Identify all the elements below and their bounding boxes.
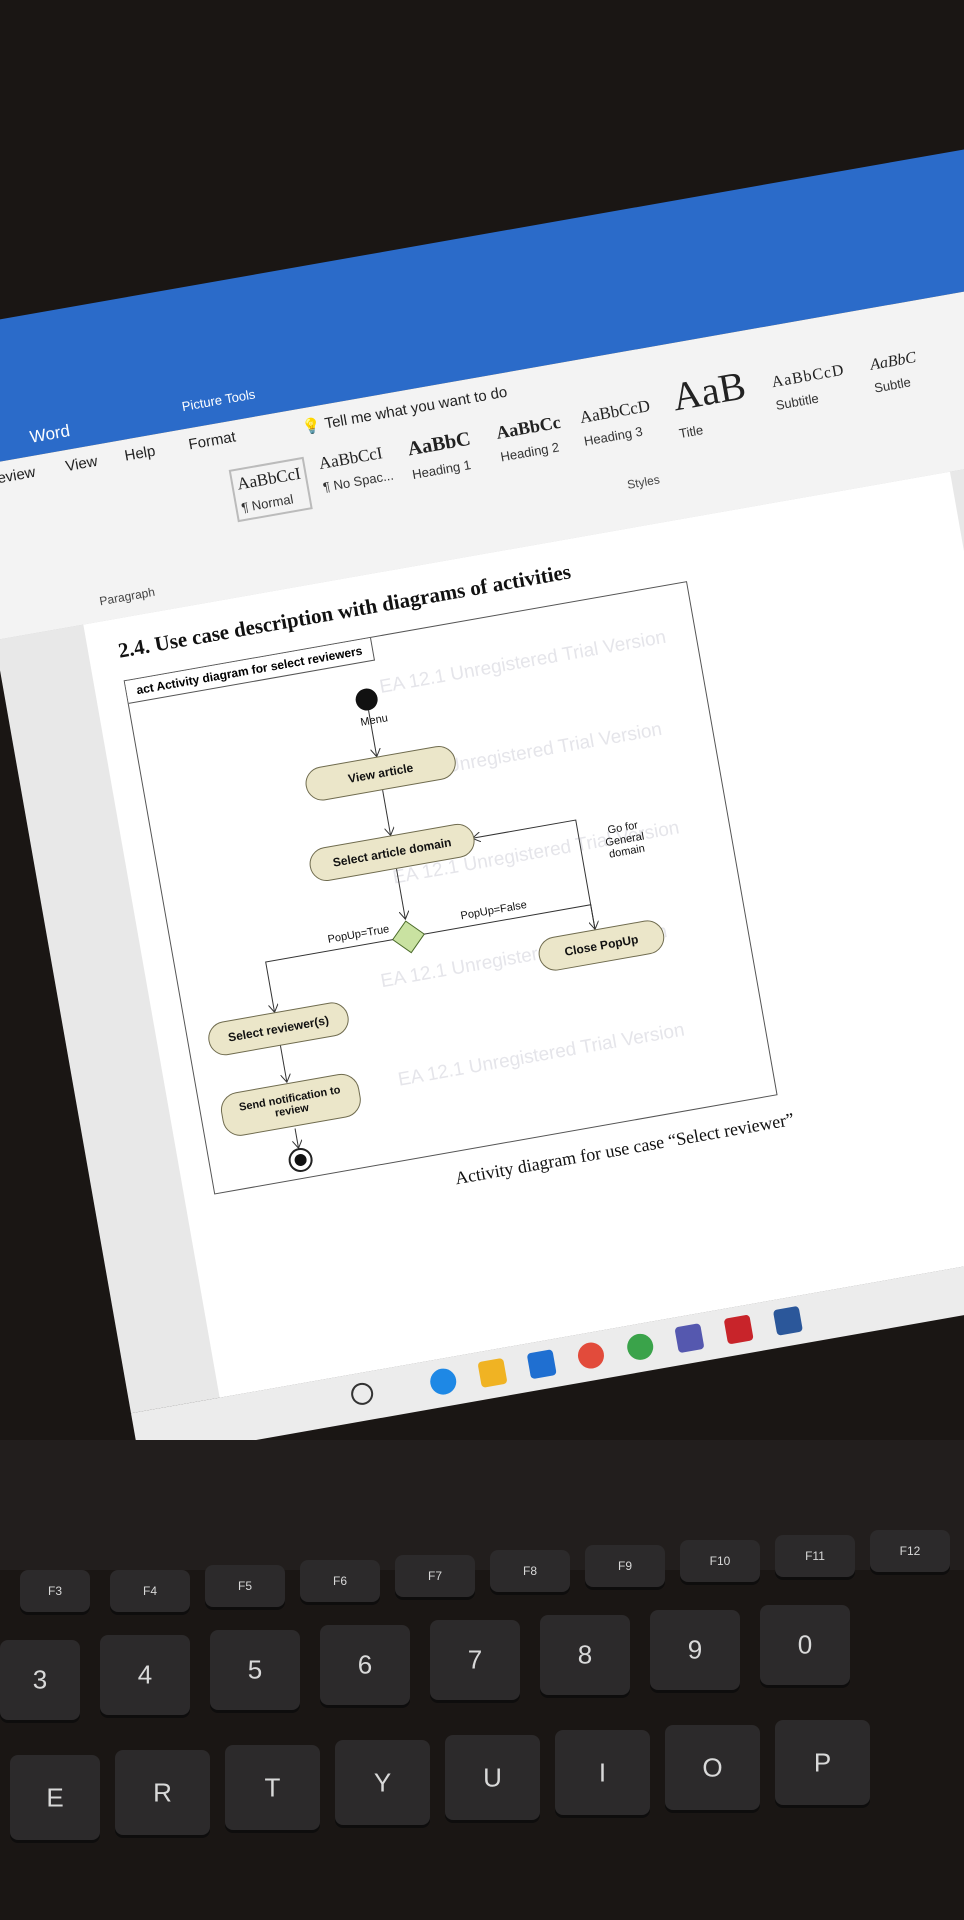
style-subtitle[interactable]: AaBbCcD Subtitle — [770, 362, 849, 413]
tab-help[interactable]: Help — [123, 442, 157, 465]
word-icon[interactable] — [772, 1305, 803, 1336]
key-f3[interactable]: F3 — [20, 1570, 90, 1612]
diagram-connectors — [265, 688, 777, 1172]
style-name: ¶ Normal — [240, 491, 295, 516]
key-f12[interactable]: F12 — [870, 1530, 950, 1572]
key-8[interactable]: 8 — [540, 1615, 630, 1695]
key-f11[interactable]: F11 — [775, 1535, 855, 1577]
key-f9[interactable]: F9 — [585, 1545, 665, 1587]
key-f6[interactable]: F6 — [300, 1560, 380, 1602]
key-f5[interactable]: F5 — [205, 1565, 285, 1607]
key-4[interactable]: 4 — [100, 1635, 190, 1715]
key-5[interactable]: 5 — [210, 1630, 300, 1710]
style-heading-1[interactable]: AaBbC Heading 1 — [406, 428, 476, 482]
key-o[interactable]: O — [665, 1725, 760, 1810]
teams-icon[interactable] — [674, 1323, 705, 1354]
key-t[interactable]: T — [225, 1745, 320, 1830]
tab-review[interactable]: Review — [0, 463, 37, 490]
utorrent-icon[interactable] — [625, 1331, 656, 1362]
key-p[interactable]: P — [775, 1720, 870, 1805]
key-e[interactable]: E — [10, 1755, 100, 1840]
edge-icon[interactable] — [428, 1366, 459, 1397]
key-7[interactable]: 7 — [430, 1620, 520, 1700]
key-6[interactable]: 6 — [320, 1625, 410, 1705]
key-0[interactable]: 0 — [760, 1605, 850, 1685]
lightbulb-icon: 💡 — [301, 416, 323, 437]
style-sample: AaBbC — [868, 349, 918, 374]
activity-diagram[interactable]: EA 12.1 Unregistered Trial Version EA 12… — [123, 581, 778, 1195]
key-f7[interactable]: F7 — [395, 1555, 475, 1597]
app-title: Word — [28, 421, 72, 447]
style-heading-2[interactable]: AaBbCc Heading 2 — [495, 412, 566, 465]
initial-node — [355, 688, 378, 711]
file-explorer-icon[interactable] — [477, 1357, 508, 1388]
picture-tools-label: Picture Tools — [180, 386, 257, 415]
tab-format[interactable]: Format — [187, 428, 238, 454]
group-paragraph-label: Paragraph — [98, 584, 156, 609]
acrobat-icon[interactable] — [723, 1314, 754, 1345]
document-area: 2.4. Use case description with diagrams … — [0, 456, 964, 1414]
style-heading-3[interactable]: AaBbCcD Heading 3 — [578, 396, 655, 449]
key-f8[interactable]: F8 — [490, 1550, 570, 1592]
key-3[interactable]: 3 — [0, 1640, 80, 1720]
search-icon[interactable] — [349, 1381, 375, 1407]
style-subtle[interactable]: AaBbC Subtle — [869, 349, 921, 395]
group-styles-label: Styles — [626, 472, 661, 492]
key-f4[interactable]: F4 — [110, 1570, 190, 1612]
decision-node — [392, 920, 425, 954]
style-sample: AaBbCcI — [235, 463, 303, 494]
key-i[interactable]: I — [555, 1730, 650, 1815]
style-normal[interactable]: AaBbCcI ¶ Normal — [228, 456, 313, 523]
document-page: 2.4. Use case description with diagrams … — [83, 471, 964, 1398]
style-name: Subtle — [872, 374, 912, 396]
style-title[interactable]: AaB Title — [669, 361, 753, 441]
key-y[interactable]: Y — [335, 1740, 430, 1825]
style-name: Heading 2 — [499, 439, 561, 465]
monitor-screen: Word Picture Tools Review View Help Form… — [0, 145, 964, 1461]
style-name: Heading 1 — [410, 457, 472, 483]
tab-view[interactable]: View — [64, 452, 99, 476]
key-r[interactable]: R — [115, 1750, 210, 1835]
style-sample: AaB — [668, 362, 749, 420]
style-sample: AaBbC — [405, 427, 473, 461]
key-u[interactable]: U — [445, 1735, 540, 1820]
style-sample: AaBbCc — [494, 411, 563, 443]
store-icon[interactable] — [526, 1349, 557, 1380]
style-no-spacing[interactable]: AaBbCcI ¶ No Spac... — [317, 442, 394, 495]
chrome-icon[interactable] — [575, 1340, 607, 1371]
keyboard: F3 F4 F5 F6 F7 F8 F9 F10 F11 F12 3 4 5 6… — [0, 1530, 964, 1920]
key-9[interactable]: 9 — [650, 1610, 740, 1690]
key-f10[interactable]: F10 — [680, 1540, 760, 1582]
